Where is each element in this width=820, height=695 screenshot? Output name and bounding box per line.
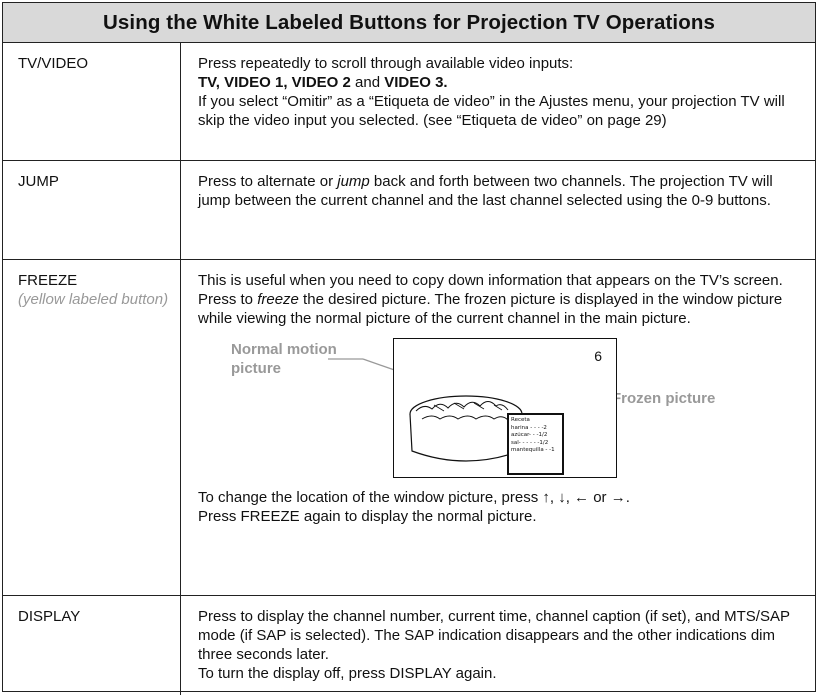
arrow-icons: ↑, ↓, ← [542,489,590,506]
tv-screen: 6 Receta harina - - - -2 azúcar- - -1/2 … [393,338,617,478]
inputs-bold: TV, VIDEO 1, VIDEO 2 [198,74,351,91]
desc-text: Press to display the channel number, cur… [198,608,790,663]
normal-motion-label: Normal motion picture [231,341,337,377]
table-title: Using the White Labeled Buttons for Proj… [103,10,715,34]
text-span: or [589,489,611,506]
row-description: Press to alternate or jump back and fort… [181,160,815,210]
desc-text: Press repeatedly to scroll through avail… [198,55,574,72]
row-label: DISPLAY [3,595,181,695]
desc-text: Press to freeze the desired picture. The… [198,290,805,328]
label-text: JUMP [18,173,59,190]
pie-drawing [409,395,523,462]
row-description: This is useful when you need to copy dow… [181,259,815,526]
desc-text: Press to alternate or jump back and fort… [198,172,805,210]
desc-text: If you select “Omitir” as a “Etiqueta de… [198,93,785,129]
label-text: DISPLAY [18,608,81,625]
desc-text: To turn the display off, press DISPLAY a… [198,665,497,682]
desc-text: To change the location of the window pic… [198,488,805,507]
table-row-display: DISPLAY Press to display the channel num… [3,595,815,695]
freeze-illustration: Normal motion picture Frozen picture 6 [198,338,805,488]
inputs-bold-last: VIDEO 3. [384,74,448,91]
desc-inputs: TV, VIDEO 1, VIDEO 2 and VIDEO 3. [198,73,805,92]
desc-text: This is useful when you need to copy dow… [198,272,783,289]
table-row-jump: JUMP Press to alternate or jump back and… [3,160,815,260]
label-sub: (yellow labeled button) [18,291,169,308]
recipe-line: harina - - - -2 [511,424,547,431]
emphasis: freeze [257,291,299,308]
table-row-freeze: FREEZE (yellow labeled button) This is u… [3,259,815,596]
emphasis: jump [337,173,370,190]
label-text: TV/VIDEO [18,55,89,72]
inputs-and: and [350,74,385,91]
channel-number: 6 [594,348,602,364]
text-span: back and forth between two channels. The… [198,173,773,209]
row-label: JUMP [3,160,181,259]
recipe-line: Receta [511,417,530,423]
row-description: Press repeatedly to scroll through avail… [181,42,815,130]
frozen-picture-label: Frozen picture [612,390,716,407]
desc-text: Press FREEZE again to display the normal… [198,508,537,525]
recipe-line: sal- - - - - -1/2 [511,439,549,446]
row-label: FREEZE (yellow labeled button) [3,259,181,595]
arrow-right-icon: → [610,489,626,506]
text-span: . [625,489,630,506]
row-description: Press to display the channel number, cur… [181,595,815,683]
table-header: Using the White Labeled Buttons for Proj… [3,3,815,43]
recipe-line: mantequilla - -1 [511,447,555,453]
window-picture: Receta harina - - - -2 azúcar- - -1/2 sa… [507,413,564,475]
label-text: FREEZE [18,272,78,289]
table-row-tvvideo: TV/VIDEO Press repeatedly to scroll thro… [3,42,815,161]
text-span: Press to [198,291,258,308]
text-span: the desired picture. The frozen picture … [198,291,783,327]
recipe-line: azúcar- - -1/2 [511,432,548,438]
text-span: To change the location of the window pic… [198,489,543,506]
row-label: TV/VIDEO [3,42,181,160]
text-span: Press to alternate or [198,173,338,190]
